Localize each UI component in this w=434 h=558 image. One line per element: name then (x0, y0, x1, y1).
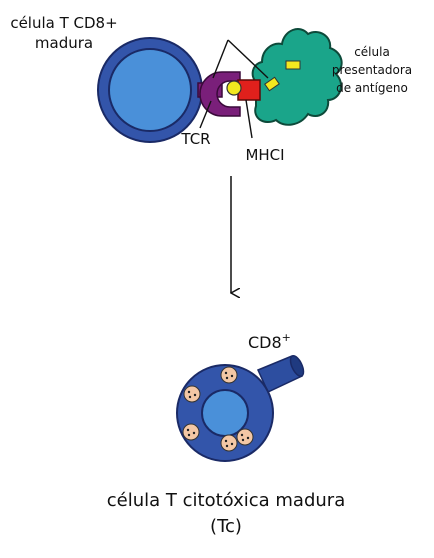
tc-cell-nucleus (201, 389, 249, 437)
granule (220, 366, 238, 384)
result-label-line2: (Tc) (210, 516, 242, 537)
cd8-label-superscript: + (282, 331, 291, 344)
granule (236, 428, 254, 446)
mature-cd8-label-line2: madura (35, 34, 93, 52)
tcr-label: TCR (180, 130, 210, 148)
granule (183, 385, 201, 403)
result-label-line1: célula T citotóxica madura (107, 490, 345, 511)
cd8-coreceptor (256, 355, 305, 394)
cd8-label-text: CD8 (248, 333, 282, 352)
mhci-label: MHCI (245, 146, 284, 164)
cytotoxic-granules (182, 366, 254, 452)
mature-t-cell (97, 37, 203, 143)
cd8-label: CD8+ (248, 331, 291, 352)
t-cell-inner (108, 48, 192, 132)
granule (182, 423, 200, 441)
annotation-lines (199, 39, 269, 139)
antigen-fragment (285, 60, 301, 70)
granule (220, 434, 238, 452)
bound-antigen (226, 80, 242, 96)
apc-label-line1: célula (354, 45, 390, 59)
mature-cd8-label-line1: célula T CD8+ (10, 14, 117, 32)
apc-label-line2: presentadora (332, 63, 412, 77)
antigen-presenting-cell (251, 28, 343, 126)
antigen-fragment (264, 76, 280, 92)
apc-label-line3: de antígeno (336, 81, 408, 95)
